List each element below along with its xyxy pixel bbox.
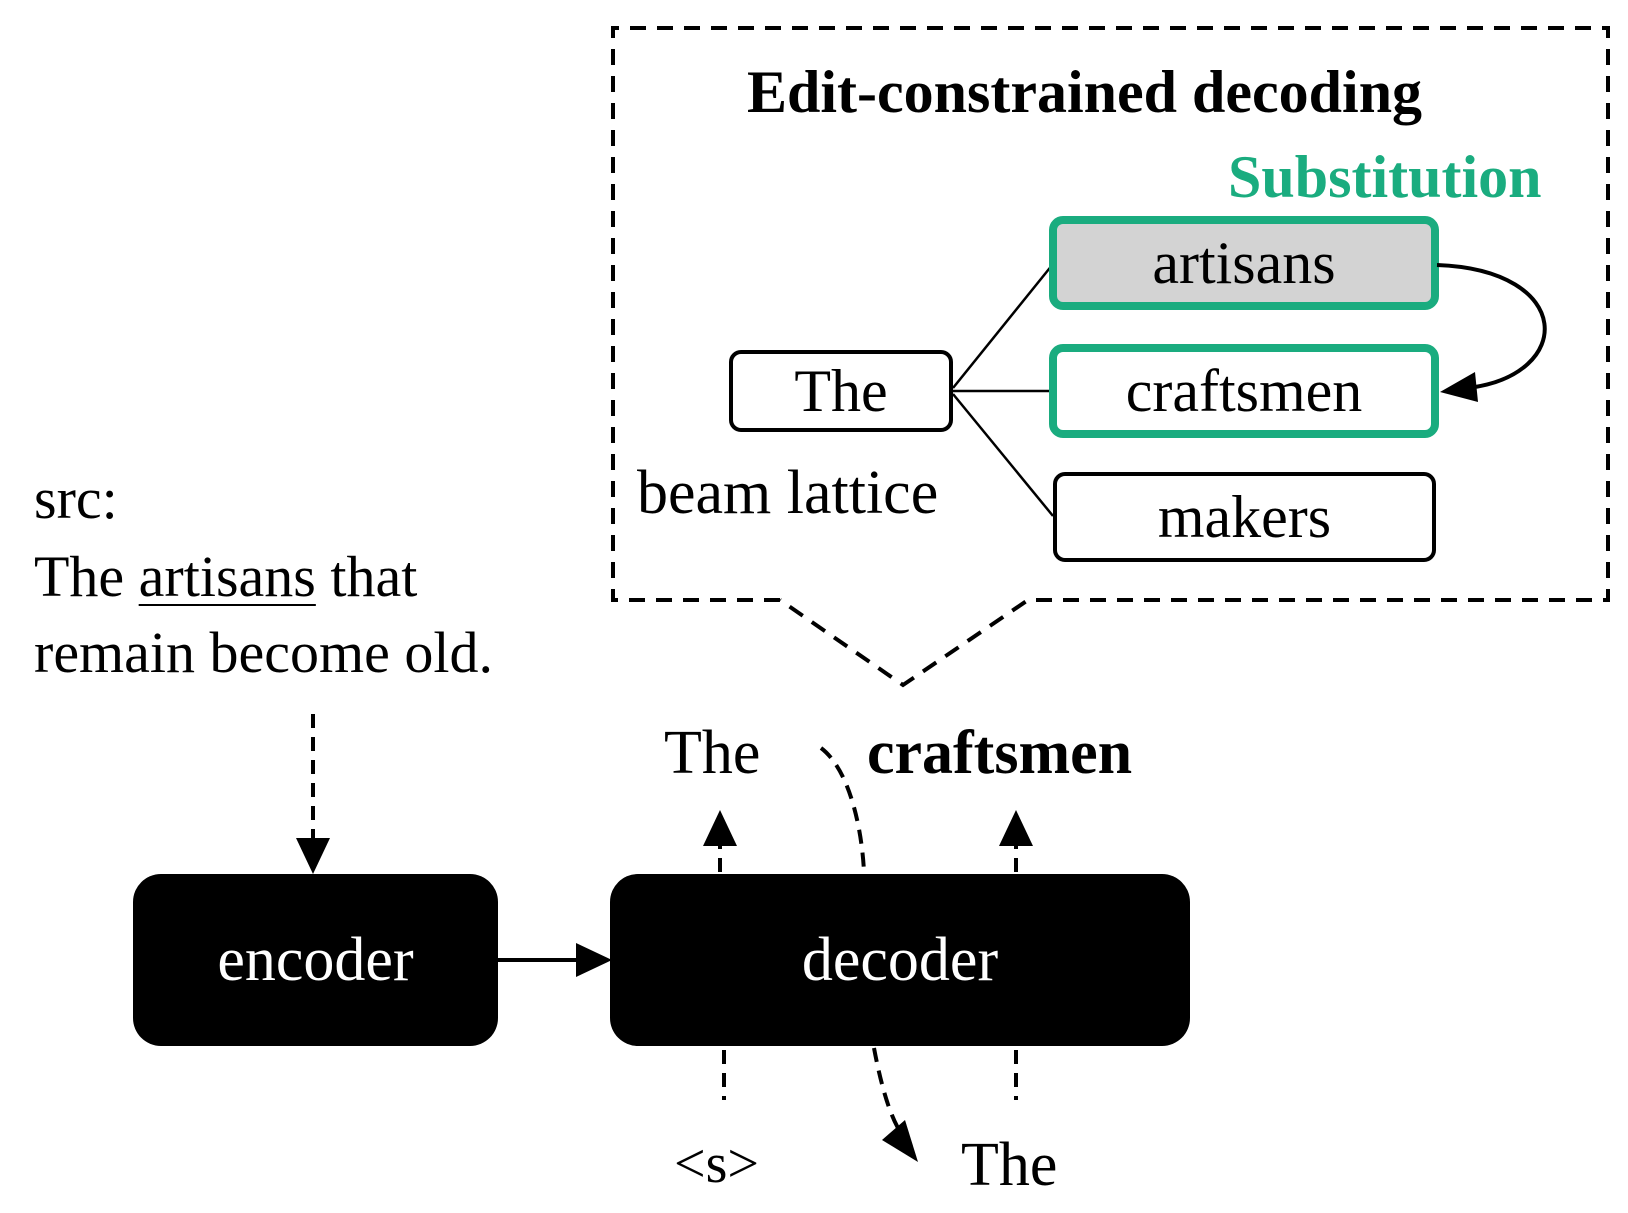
callout-title: Edit-constrained decoding: [747, 59, 1423, 125]
decoder-output-1: The: [664, 719, 761, 787]
decoder-output-2: craftsmen: [867, 719, 1133, 787]
lattice-root-label: The: [794, 358, 888, 424]
encoder-to-decoder-arrowhead: [576, 943, 612, 977]
encoder-label: encoder: [217, 926, 414, 994]
output-arrow-2-head: [999, 810, 1033, 846]
lattice-node-root: [729, 350, 953, 432]
feedback-arrow-top: [819, 746, 866, 873]
src-text-pre: The: [34, 544, 139, 609]
lattice-candidate-artisans: artisans: [1152, 230, 1336, 296]
src-label: src:: [34, 466, 118, 531]
src-highlight-word: artisans: [138, 544, 316, 609]
src-sentence-line2: remain become old.: [34, 620, 493, 685]
substitution-label: Substitution: [1228, 144, 1542, 210]
lattice-candidate-makers: makers: [1157, 484, 1332, 550]
lattice-node-makers: [1053, 472, 1436, 562]
output-arrow-1-head: [703, 810, 737, 846]
src-sentence-line1: The artisans that: [34, 548, 417, 606]
lattice-node-artisans: [1049, 216, 1439, 310]
beam-lattice-label: beam lattice: [637, 459, 939, 527]
decoder-input-1: <s>: [674, 1133, 759, 1195]
lattice-edge-artisans: [952, 263, 1054, 389]
decoder-block: [610, 874, 1190, 1046]
callout-border: [611, 26, 1610, 688]
decoder-label: decoder: [801, 926, 999, 994]
lattice-edge-makers: [952, 393, 1054, 517]
decoder-input-2: The: [961, 1131, 1058, 1199]
substitution-arrowhead: [1440, 372, 1478, 402]
substitution-arrow: [1436, 263, 1547, 390]
feedback-arrowhead: [882, 1120, 918, 1162]
feedback-arrow-bottom: [872, 1047, 900, 1129]
lattice-node-craftsmen: [1049, 344, 1439, 438]
src-text-post: that: [315, 544, 418, 609]
encoder-block: [133, 874, 498, 1046]
src-to-encoder-arrowhead: [296, 838, 330, 874]
lattice-candidate-craftsmen: craftsmen: [1125, 358, 1363, 424]
